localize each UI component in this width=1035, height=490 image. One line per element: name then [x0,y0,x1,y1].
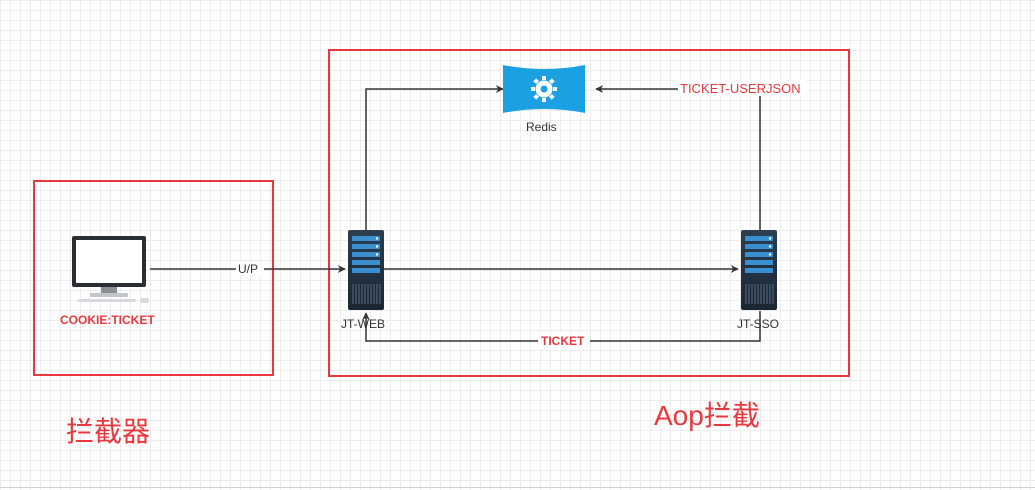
bottom-divider [0,487,1035,488]
edge-label-up: U/P [238,262,259,276]
gear-banner-icon [503,65,585,113]
server-rack-icon [348,230,384,310]
aop-group-title: Aop拦截 [654,400,760,431]
edge-web-to-redis [365,85,504,230]
aop-group-frame [328,49,850,377]
edge-sso-to-redis [595,85,761,230]
edge-label-ticket-userjson: TICKET-USERJSON [680,81,801,96]
jt-sso-label: JT-SSO [737,317,780,331]
client-cookie-label: COOKIE:TICKET [60,313,155,327]
jt-web-label: JT-WEB [341,317,385,331]
edge-label-ticket: TICKET [541,334,585,348]
interceptor-group-frame [33,180,274,376]
interceptor-group-title: 拦截器 [66,416,151,447]
redis-label: Redis [526,120,557,134]
server-rack-icon [741,230,777,310]
desktop-monitor-icon [72,236,149,303]
